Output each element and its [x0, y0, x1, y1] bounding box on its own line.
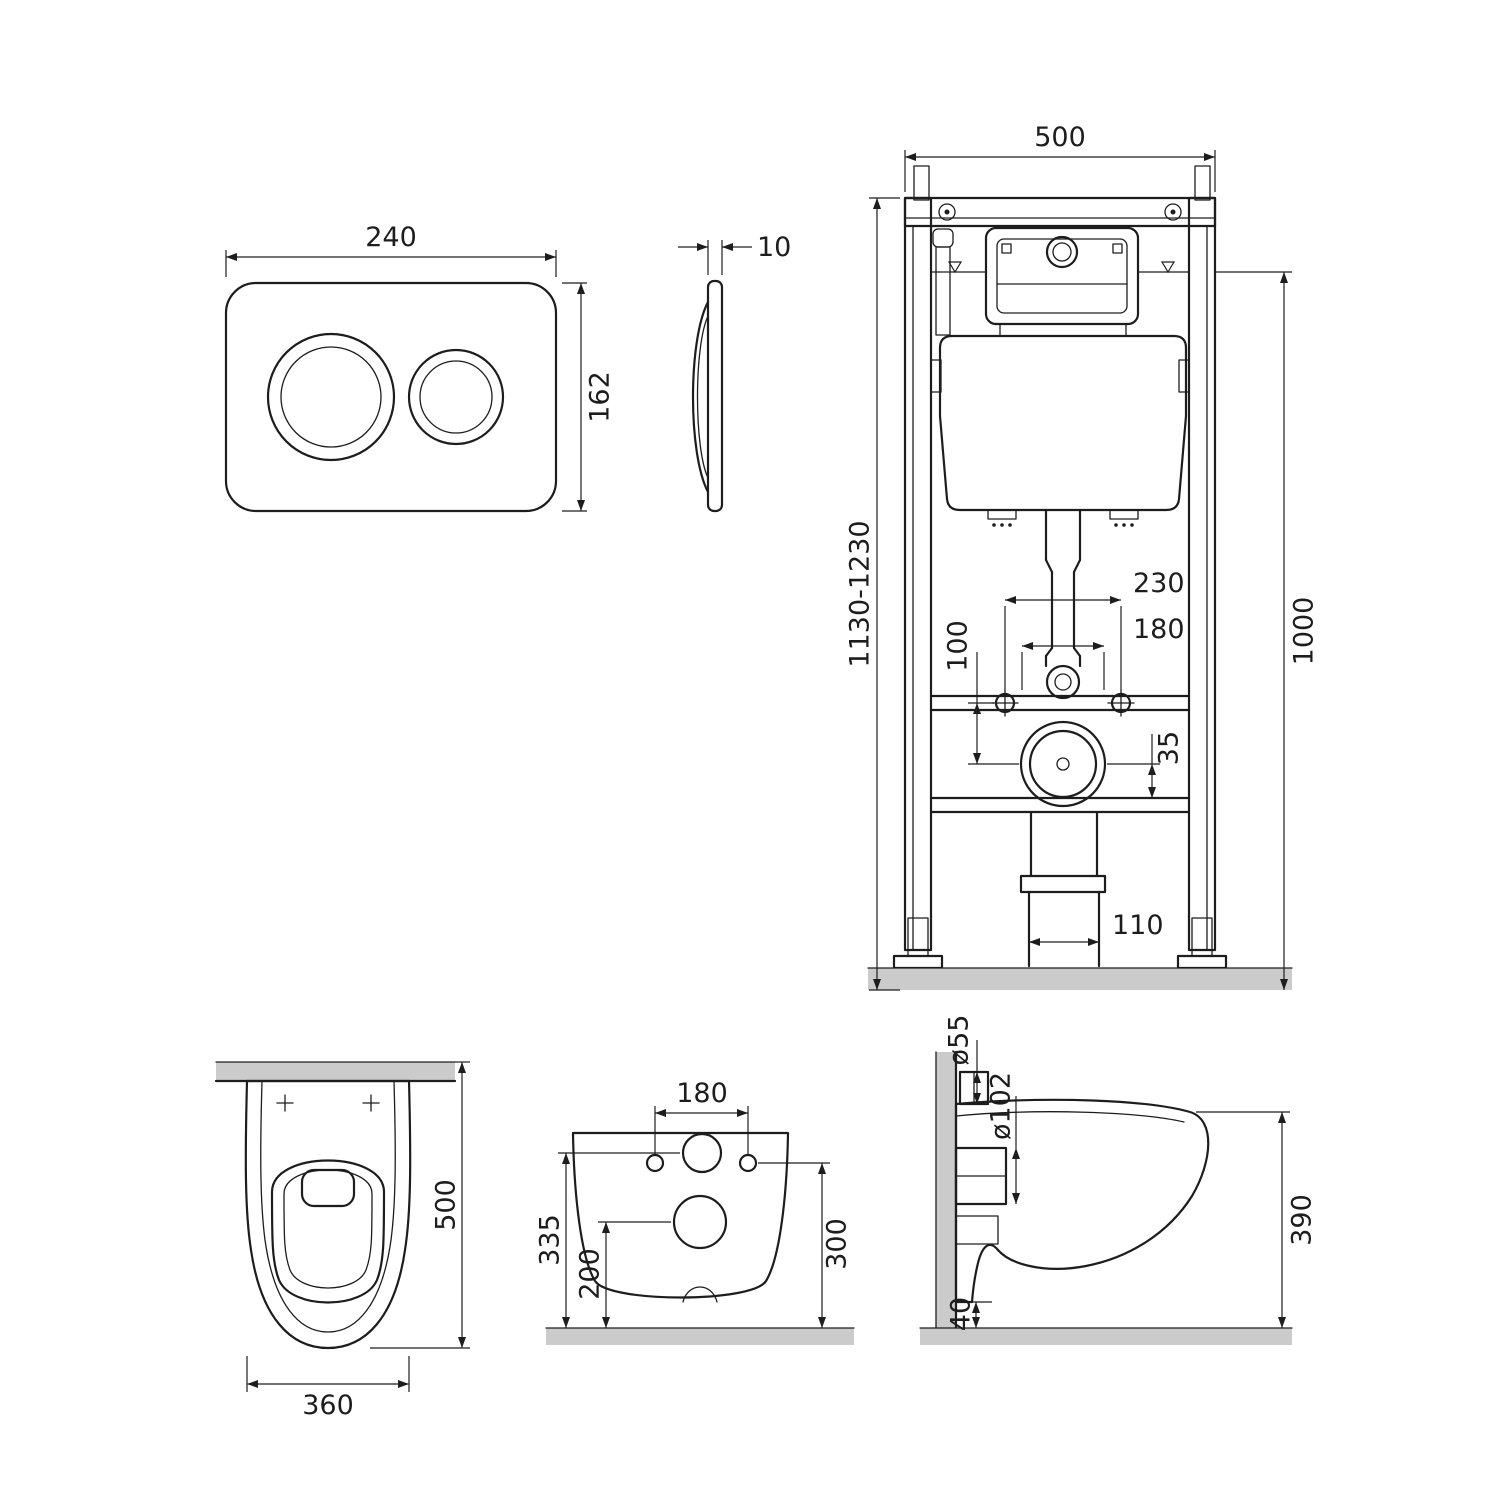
dim-label-110: 110	[1112, 910, 1164, 941]
mount-cross-left	[276, 1094, 294, 1112]
dim-label-d102: ø102	[986, 1072, 1017, 1140]
push-rod-circle	[1045, 235, 1079, 269]
view-flush-plate-side: 10	[678, 232, 791, 513]
big-flush-button-inner	[280, 346, 382, 448]
dim-label-360: 360	[302, 1390, 354, 1421]
right-bracket	[1178, 359, 1190, 393]
dim-label-200: 200	[575, 1248, 606, 1300]
bolt-hole-left	[645, 1153, 665, 1173]
bolt-hole-right	[738, 1153, 758, 1173]
dim-label-10: 10	[757, 232, 791, 263]
flush-plate-side-profile	[706, 279, 724, 513]
flush-bend-connector	[1045, 664, 1081, 700]
dim-offset-100: 100	[943, 620, 1019, 765]
view-toilet-rear: 180 335 200 300	[535, 1078, 855, 1345]
dim-frame-height-inner: 1000	[1215, 271, 1320, 990]
dim-label-162: 162	[585, 371, 616, 423]
dim-label-500-frame: 500	[1034, 122, 1086, 153]
dim-label-230: 230	[1133, 568, 1185, 599]
dim-frame-width: 500	[904, 122, 1216, 192]
side-ground	[920, 1328, 1292, 1345]
view-flush-plate-front: 240 162	[224, 222, 616, 513]
level-triangle-left	[947, 261, 963, 274]
right-screw	[1164, 203, 1182, 221]
toilet-side-outline	[954, 1098, 1210, 1304]
toilet-side-rim-line	[955, 1111, 1185, 1123]
toilet-rear-outline	[571, 1131, 790, 1299]
small-flush-button-outer	[407, 348, 505, 446]
dim-label-100: 100	[943, 620, 974, 672]
frame-ground	[868, 968, 1292, 990]
dim-rear-335: 335	[535, 1152, 680, 1328]
wall-top-view	[216, 1062, 455, 1081]
view-installation-frame: 500 1130-1230 1000 230 180	[845, 122, 1320, 991]
dim-label-335: 335	[535, 1214, 566, 1266]
dim-plate-thickness: 10	[678, 232, 791, 275]
level-marks	[932, 261, 1189, 274]
dim-side-height: 390	[1196, 1111, 1318, 1328]
dim-rear-300: 300	[758, 1162, 853, 1328]
mount-cross-right	[362, 1094, 380, 1112]
flush-plate-side-dome	[691, 300, 710, 494]
cistern-tank	[938, 334, 1188, 512]
outlet-bump	[682, 1286, 718, 1303]
dim-label-180-rear: 180	[676, 1078, 728, 1109]
dim-inlet-diameter: ø55	[944, 1015, 981, 1104]
flush-pipe	[1044, 508, 1082, 700]
view-toilet-top: 500 360	[214, 1061, 470, 1421]
dim-outlet-110: 110	[1029, 910, 1164, 946]
access-box	[984, 226, 1140, 337]
dim-label-40: 40	[946, 1297, 977, 1331]
toilet-top-outline	[244, 1079, 412, 1350]
dim-toilet-width: 360	[246, 1356, 410, 1421]
left-hanger	[913, 165, 930, 201]
right-hanger	[1194, 165, 1211, 201]
outlet-connector	[955, 1215, 999, 1245]
toilet-top-rim	[260, 1080, 396, 1333]
dim-toilet-depth: 500	[370, 1061, 470, 1349]
level-triangle-right	[1160, 261, 1176, 274]
flush-distributor	[300, 1168, 356, 1208]
dim-label-35: 35	[1154, 731, 1185, 765]
dim-offset-35: 35	[1107, 731, 1185, 798]
frame-left-rail	[903, 196, 933, 952]
dim-label-300: 300	[822, 1218, 853, 1270]
wall-side-view	[936, 1052, 956, 1328]
big-flush-button-outer	[266, 332, 396, 462]
small-flush-button-inner	[419, 360, 493, 434]
frame-top-bar	[903, 196, 1217, 228]
dim-label-390: 390	[1287, 1194, 1318, 1246]
dim-outlet-diameter: ø102	[986, 1072, 1020, 1204]
frame-right-rail	[1187, 196, 1217, 952]
drain-hole	[672, 1194, 728, 1250]
dim-label-240: 240	[365, 222, 417, 253]
dim-label-d55: ø55	[944, 1015, 975, 1066]
drain-pipe	[1019, 810, 1107, 968]
fill-valve-cap	[932, 228, 954, 248]
dim-label-500-toilet: 500	[431, 1179, 462, 1231]
dim-rear-200: 200	[575, 1221, 671, 1328]
left-screw	[938, 203, 956, 221]
dim-label-180-frame: 180	[1133, 614, 1185, 645]
dim-side-clearance: 40	[946, 1297, 992, 1331]
dim-plate-width: 240	[225, 222, 557, 277]
view-toilet-side: ø55 ø102 390 40	[919, 1015, 1318, 1345]
flush-plate-outline	[224, 281, 558, 513]
outlet-circle-outer	[1019, 720, 1107, 808]
fill-pipe	[935, 246, 951, 336]
dim-rear-bolt-span: 180	[654, 1078, 749, 1154]
dim-span-180: 180	[1021, 614, 1185, 690]
dim-label-1000: 1000	[1289, 597, 1320, 666]
dim-frame-height-range: 1130-1230	[845, 197, 900, 991]
flush-inlet-hole	[681, 1132, 723, 1174]
rear-ground	[546, 1328, 854, 1345]
bowl-opening-outer	[270, 1159, 386, 1304]
frame-feet	[892, 917, 1228, 970]
dim-plate-height: 162	[562, 282, 616, 512]
bowl-opening-inner	[283, 1169, 373, 1289]
outlet-circle-inner	[1028, 729, 1098, 799]
dim-label-1130-1230: 1130-1230	[845, 520, 876, 667]
dim-span-230: 230	[1004, 568, 1185, 690]
